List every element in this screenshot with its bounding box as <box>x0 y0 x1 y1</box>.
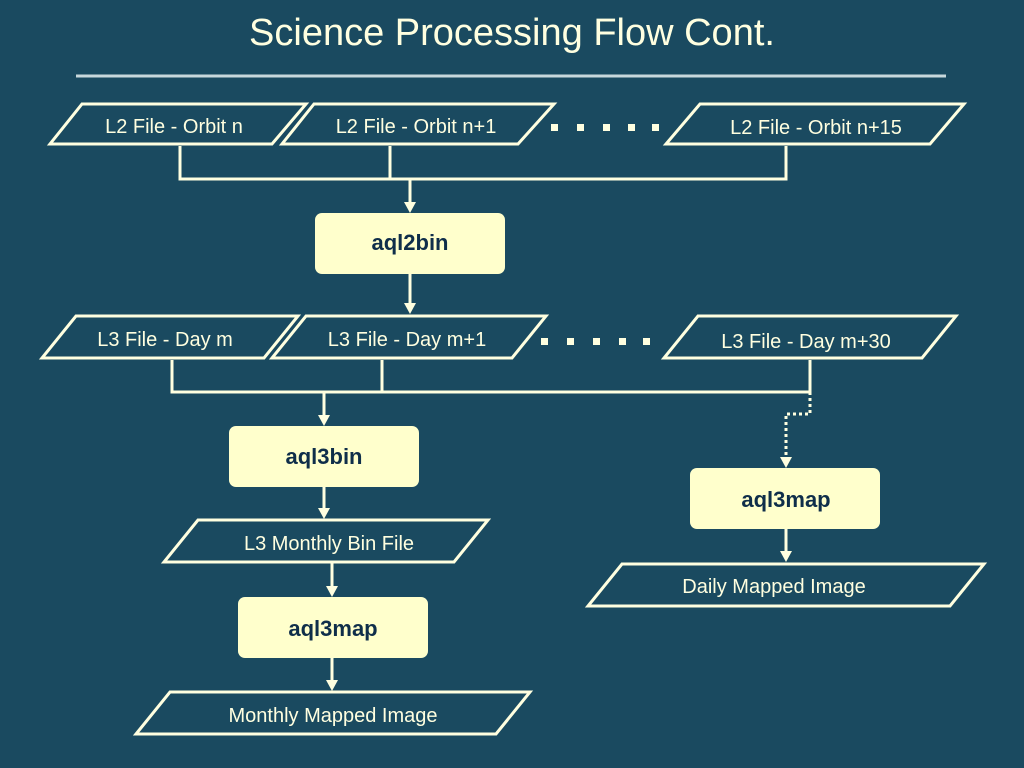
l3-file-day-m1-label: L3 File - Day m+1 <box>328 329 486 351</box>
l3-monthly-bin-file: L3 Monthly Bin File <box>160 518 492 564</box>
monthly-mapped-image: Monthly Mapped Image <box>132 690 534 736</box>
aql3bin-label: aql3bin <box>285 444 362 469</box>
aql3bin-process: aql3bin <box>229 426 419 487</box>
arrow-to-monthly-mapped <box>326 680 338 691</box>
daily-mapped-image-label: Daily Mapped Image <box>682 576 865 598</box>
aql3map-monthly-label: aql3map <box>288 616 377 641</box>
l2-file-orbit-n1-label: L2 File - Orbit n+1 <box>336 116 497 138</box>
arrow-to-aql3map-monthly <box>326 586 338 597</box>
ellipsis-dots-l2 <box>551 124 659 131</box>
aql2bin-process: aql2bin <box>315 213 505 274</box>
l3-file-day-m30: L3 File - Day m+30 <box>660 314 960 360</box>
monthly-mapped-image-label: Monthly Mapped Image <box>228 705 437 727</box>
page-title: Science Processing Flow Cont. <box>249 12 775 54</box>
l3-file-day-m: L3 File - Day m <box>38 314 302 360</box>
arrow-to-aql2bin <box>404 202 416 213</box>
l2-file-orbit-n: L2 File - Orbit n <box>46 102 310 146</box>
arrow-to-l3-row <box>404 303 416 314</box>
arrow-to-aql3map-daily <box>780 457 792 468</box>
l2-file-orbit-n15-label: L2 File - Orbit n+15 <box>730 117 902 139</box>
arrow-to-aql3bin <box>318 415 330 426</box>
l3-merge-connector <box>170 360 812 416</box>
aql3map-daily-process: aql3map <box>690 468 880 529</box>
l3-file-day-m30-label: L3 File - Day m+30 <box>721 331 891 353</box>
l2-file-orbit-n1: L2 File - Orbit n+1 <box>278 102 558 146</box>
aql3map-daily-label: aql3map <box>741 487 830 512</box>
l2-file-orbit-n-label: L2 File - Orbit n <box>105 116 243 138</box>
daily-branch-dotted-connector <box>784 392 812 458</box>
l2-file-orbit-n15: L2 File - Orbit n+15 <box>662 102 968 146</box>
aql2bin-label: aql2bin <box>371 230 448 255</box>
aql3map-monthly-process: aql3map <box>238 597 428 658</box>
daily-mapped-image: Daily Mapped Image <box>584 562 988 608</box>
arrow-to-monthly-bin <box>318 508 330 519</box>
l3-file-day-m-label: L3 File - Day m <box>97 329 233 351</box>
l2-merge-connector <box>178 146 788 203</box>
l3-monthly-bin-file-label: L3 Monthly Bin File <box>244 533 414 555</box>
l3-file-day-m1: L3 File - Day m+1 <box>268 314 550 360</box>
ellipsis-dots-l3 <box>541 338 650 345</box>
arrow-to-daily-mapped <box>780 551 792 562</box>
